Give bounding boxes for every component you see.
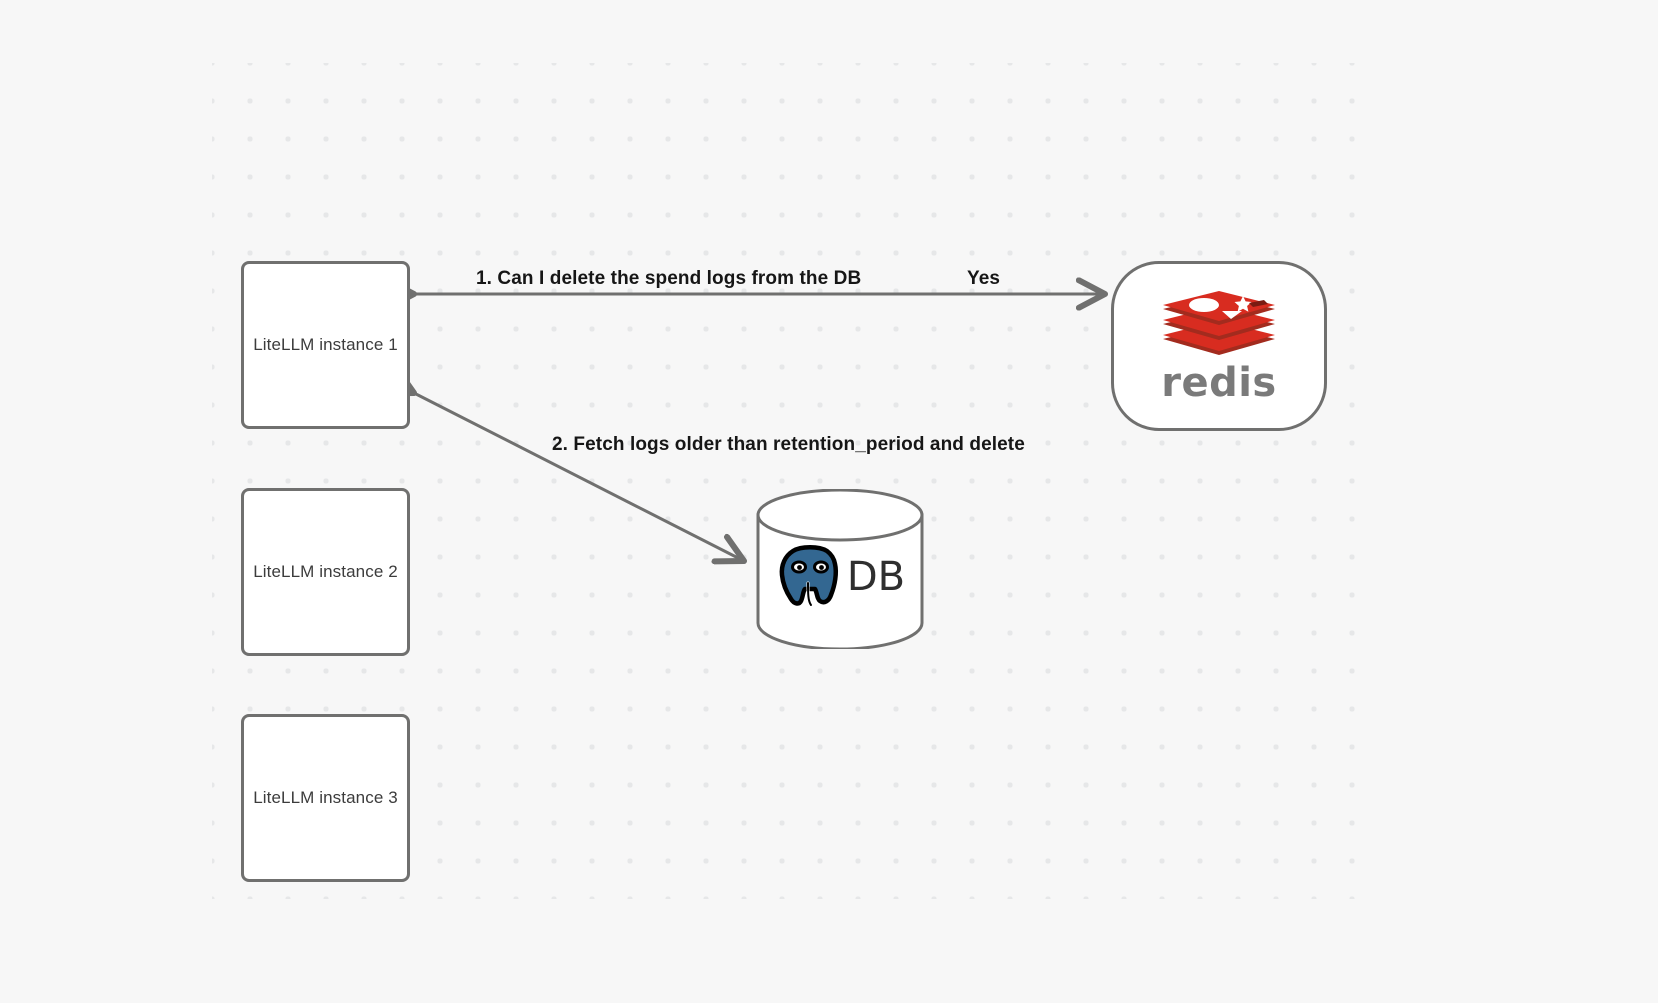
edge-label-step-1-response: Yes (967, 268, 1001, 289)
database-logo-row: DB (754, 541, 926, 613)
node-label: LiteLLM instance 3 (253, 788, 398, 807)
edge-db-to-instance-1 (414, 393, 744, 561)
node-label: LiteLLM instance 1 (253, 335, 398, 354)
edge-line-db (414, 393, 744, 561)
redis-logo: redis (1160, 285, 1278, 403)
edge-label-step-1: 1. Can I delete the spend logs from the … (476, 268, 862, 289)
edge-label-step-2: 2. Fetch logs older than retention_perio… (552, 434, 1025, 455)
node-redis[interactable]: redis (1111, 261, 1327, 431)
node-litellm-instance-2[interactable]: LiteLLM instance 2 (241, 488, 410, 656)
postgresql-elephant-icon (779, 545, 838, 607)
database-label: DB (846, 554, 906, 600)
node-postgres-db[interactable]: DB (754, 489, 926, 649)
node-label: LiteLLM instance 2 (253, 562, 398, 581)
node-litellm-instance-3[interactable]: LiteLLM instance 3 (241, 714, 410, 882)
node-litellm-instance-1[interactable]: LiteLLM instance 1 (241, 261, 410, 429)
redis-wordmark: redis (1161, 360, 1277, 406)
redis-stack-icon (1163, 291, 1275, 355)
